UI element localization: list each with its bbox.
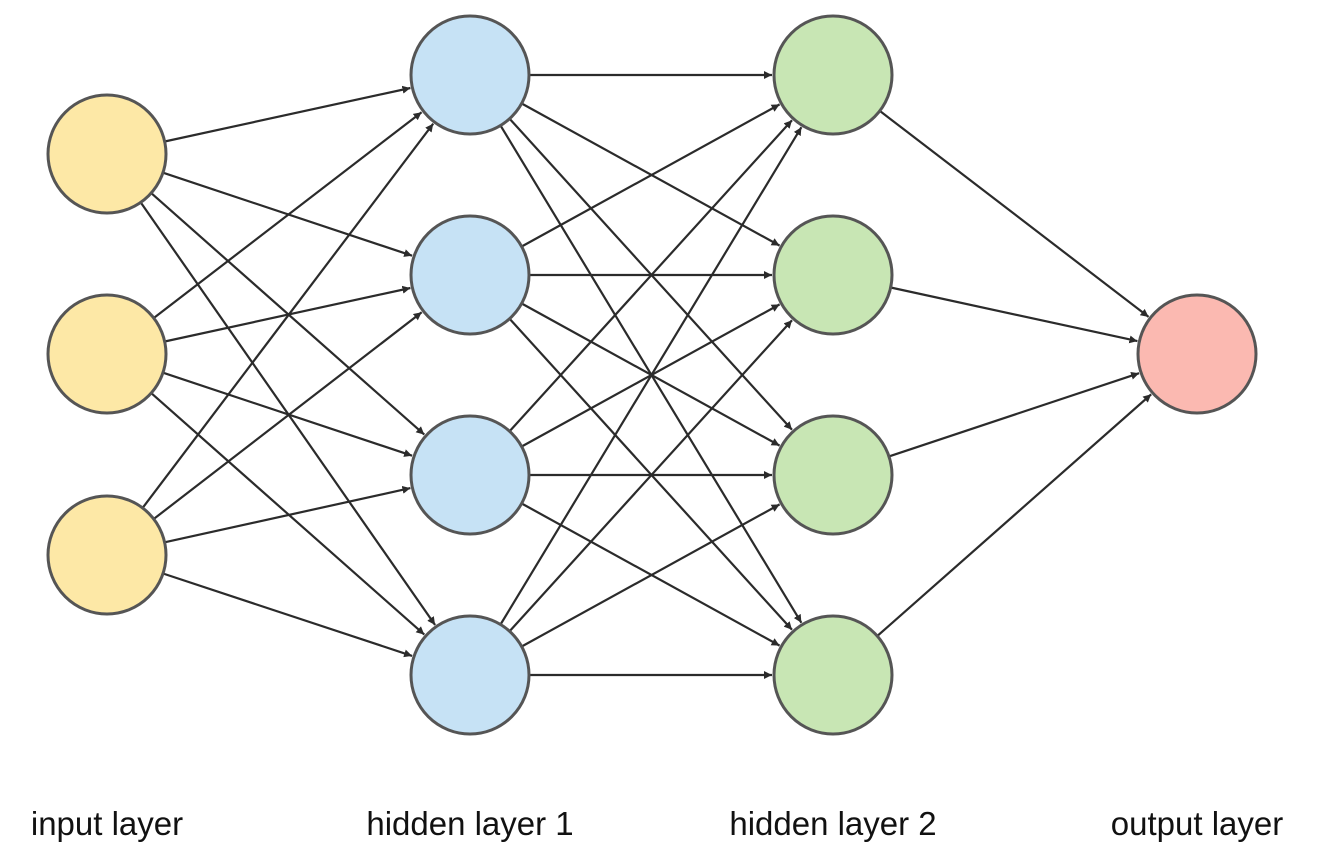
hidden1-node-1 xyxy=(409,14,531,136)
hidden1-node-4 xyxy=(409,614,531,736)
hidden1-node-3 xyxy=(409,414,531,536)
edge-hidden2-4-to-output-1 xyxy=(876,393,1152,637)
hidden-layer-2-label: hidden layer 2 xyxy=(729,805,937,842)
edge-input-3-to-hidden1-3 xyxy=(164,485,411,544)
edge-input-2-to-hidden1-1 xyxy=(153,111,423,319)
input-layer-label: input layer xyxy=(30,805,184,842)
edge-input-3-to-hidden1-2 xyxy=(153,311,423,520)
edge-hidden1-4-to-hidden2-2 xyxy=(508,319,793,633)
edge-hidden1-4-to-hidden2-3 xyxy=(521,503,781,648)
connections-group xyxy=(139,71,1152,679)
edge-hidden2-2-to-output-1 xyxy=(890,286,1138,344)
input-node-3 xyxy=(46,494,168,616)
input-node-2 xyxy=(46,293,168,415)
nodes-group xyxy=(46,14,1258,736)
edge-hidden1-4-to-hidden2-1 xyxy=(499,126,803,626)
edge-input-3-to-hidden1-1 xyxy=(141,123,435,509)
edge-input-2-to-hidden1-3 xyxy=(162,371,413,457)
edge-input-3-to-hidden1-4 xyxy=(162,572,413,658)
hidden2-node-4 xyxy=(772,614,894,736)
edge-hidden1-3-to-hidden2-1 xyxy=(508,119,793,433)
hidden2-node-3 xyxy=(772,414,894,536)
output-node-1 xyxy=(1136,293,1258,415)
edge-input-1-to-hidden1-1 xyxy=(164,85,411,143)
edge-hidden2-1-to-output-1 xyxy=(879,110,1150,318)
hidden2-node-1 xyxy=(772,14,894,136)
hidden2-node-2 xyxy=(772,214,894,336)
edge-hidden1-2-to-hidden2-1 xyxy=(521,103,781,248)
hidden1-node-2 xyxy=(409,214,531,336)
edge-hidden2-3-to-output-1 xyxy=(888,371,1140,458)
hidden-layer-1-label: hidden layer 1 xyxy=(366,805,574,842)
output-layer-label: output layer xyxy=(1110,805,1284,842)
input-node-1 xyxy=(46,93,168,215)
edge-input-2-to-hidden1-4 xyxy=(150,392,426,636)
